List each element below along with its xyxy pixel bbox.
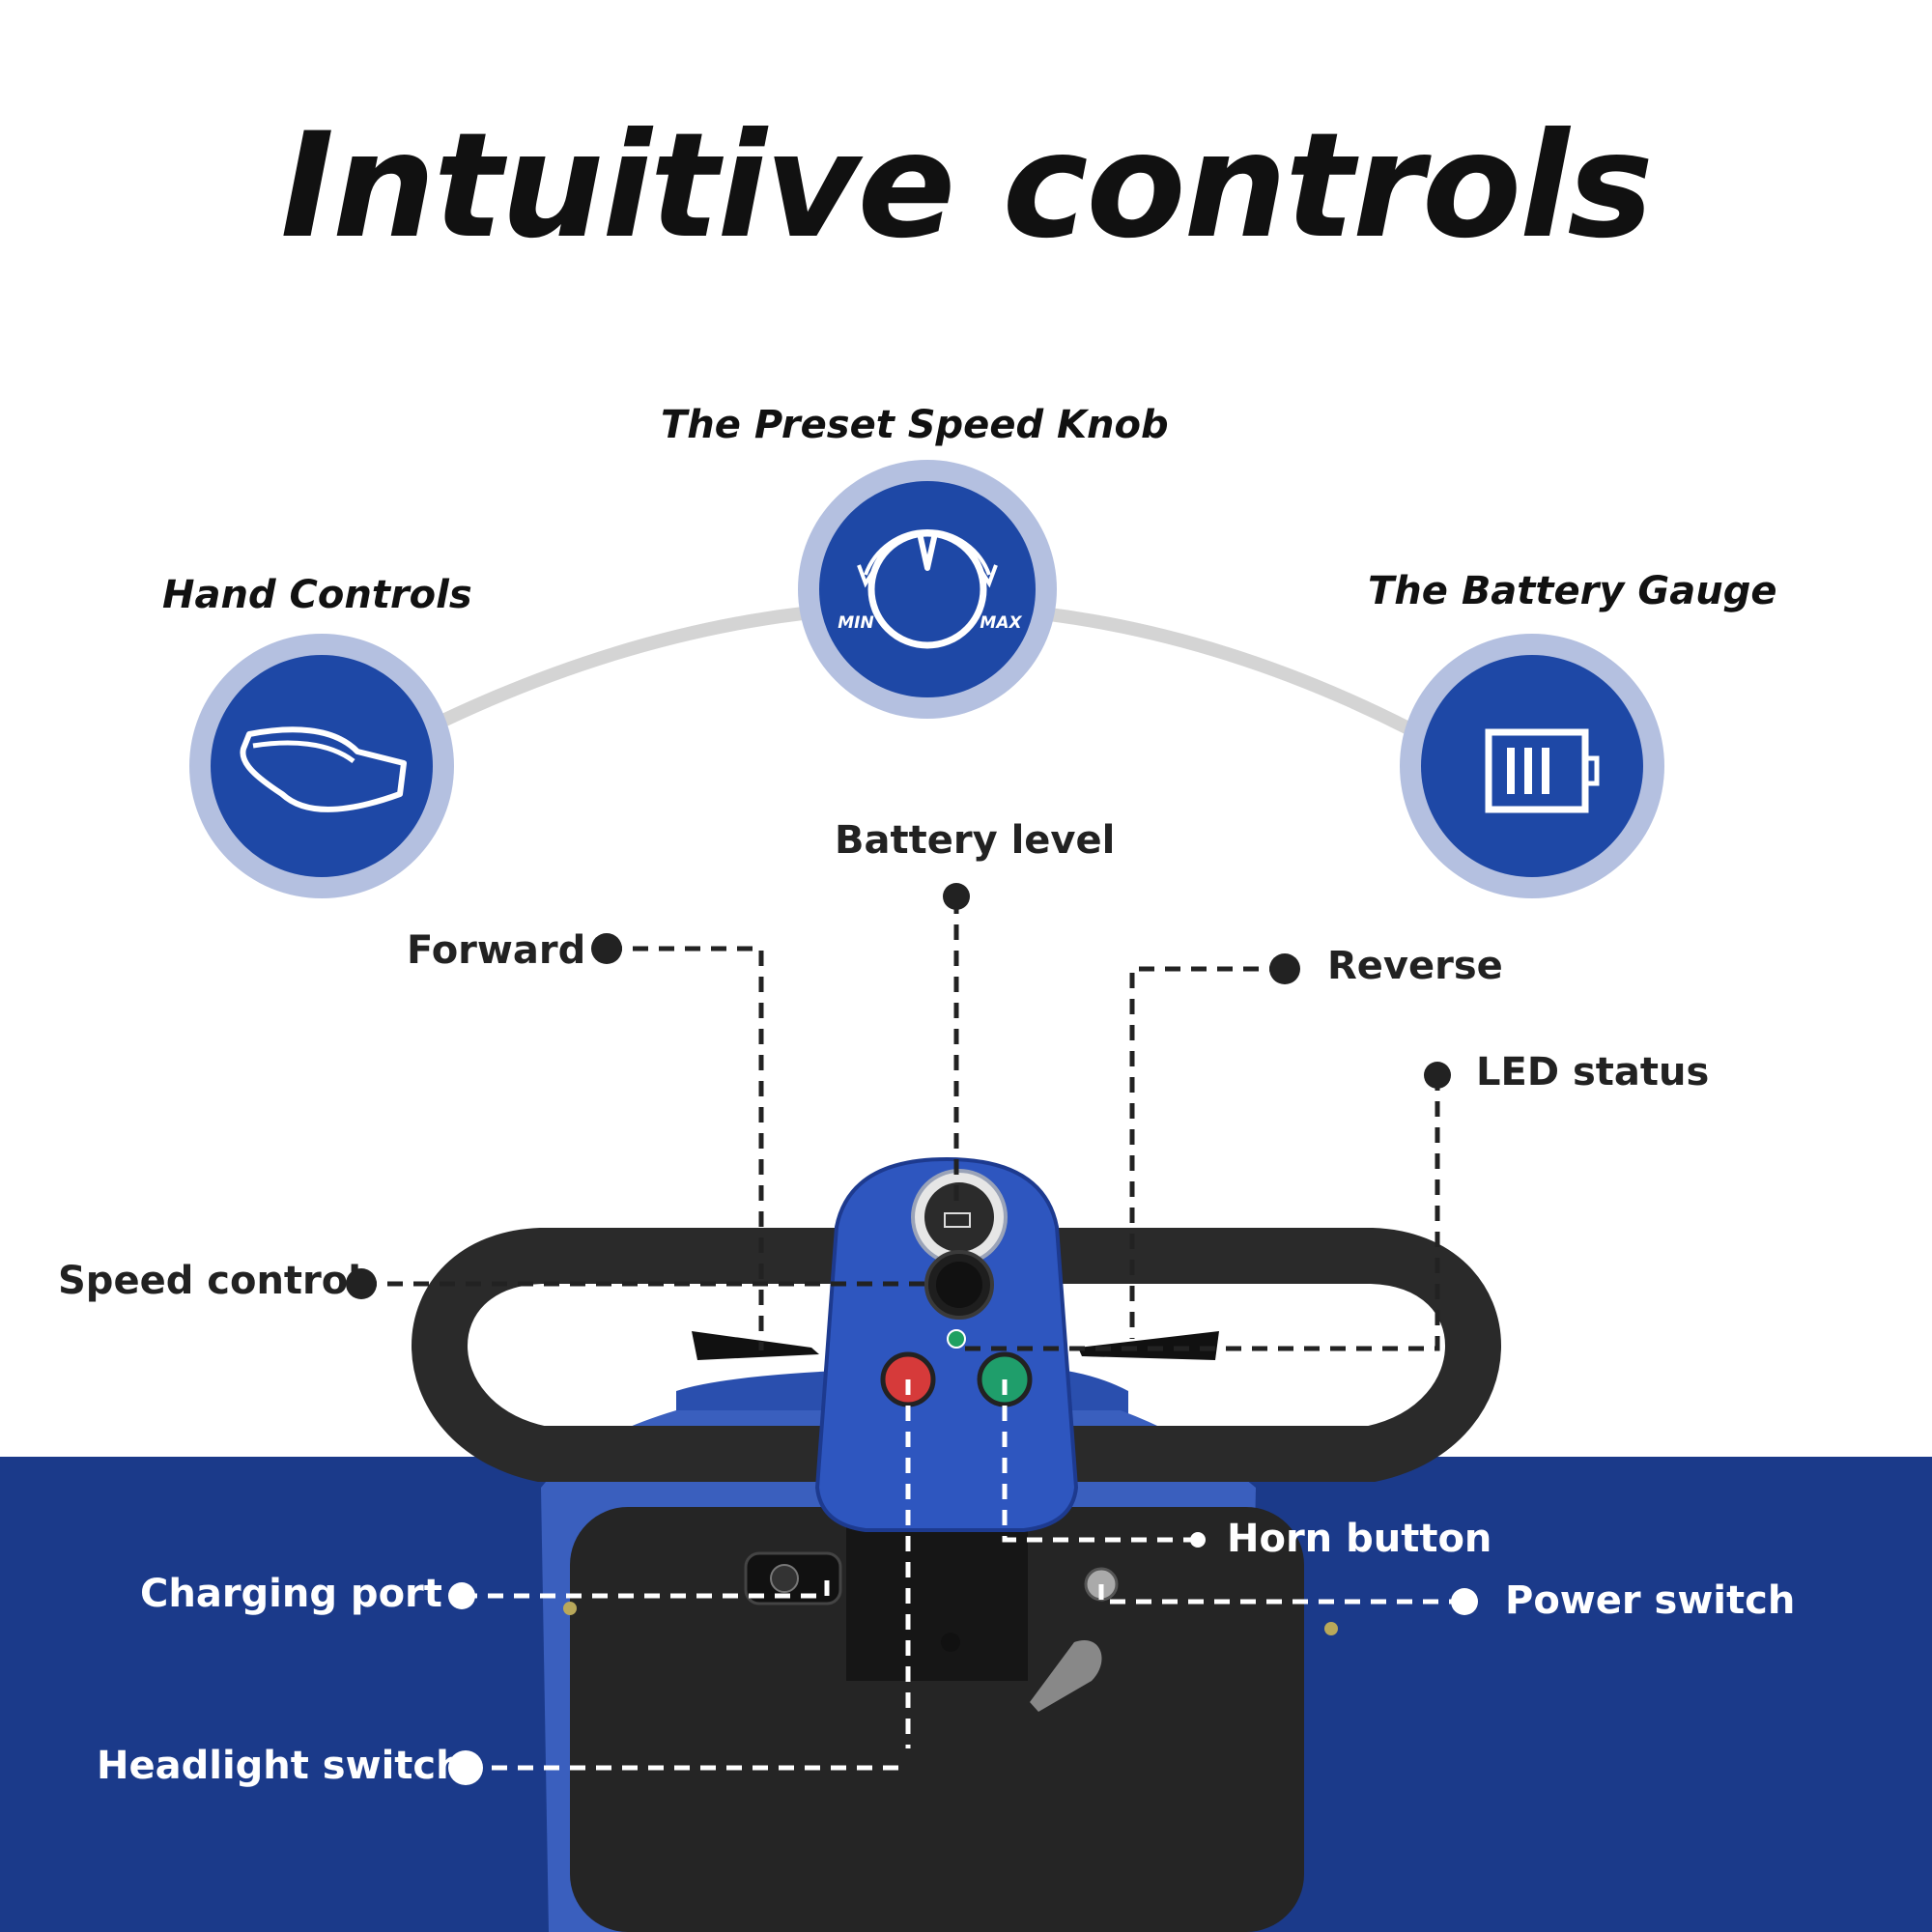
power-switch-label: Power switch: [1505, 1578, 1796, 1623]
speed-control-label: Speed control: [58, 1259, 361, 1303]
charging-port-label: Charging port: [140, 1572, 442, 1616]
horn-button-dot: [1190, 1532, 1206, 1548]
knob-min-label: MIN: [838, 613, 873, 633]
speed-control-dot: [346, 1268, 377, 1299]
page-title: Intuitive controls: [280, 102, 1654, 270]
led-status-light: [947, 1329, 966, 1349]
forward-label: Forward: [407, 928, 586, 973]
callout-lines-dark: [361, 898, 1440, 1351]
reverse-dot: [1269, 953, 1300, 984]
speed-knob-icon: MIN MAX: [798, 460, 1057, 719]
horn-button-label: Horn button: [1227, 1517, 1492, 1561]
led-status-dot: [1424, 1062, 1451, 1089]
speed-knob-title: The Preset Speed Knob: [661, 403, 1169, 447]
power-switch-dot: [1451, 1588, 1478, 1615]
charging-port-dot: [448, 1582, 475, 1609]
knob-max-label: MAX: [980, 613, 1022, 633]
control-console: [814, 1156, 1079, 1532]
scooter-tiller: [570, 1507, 1304, 1932]
reverse-lever: [1078, 1331, 1219, 1360]
headlight-switch-dot: [448, 1750, 483, 1785]
battery-gauge-icon: [1400, 634, 1664, 898]
callout-lines-light: [462, 1379, 1464, 1771]
handlebar: [412, 1228, 868, 1482]
reverse-label: Reverse: [1327, 944, 1503, 988]
hand-controls-title: Hand Controls: [162, 573, 472, 617]
hand-controls-icon: [189, 634, 454, 898]
battery-gauge-title: The Battery Gauge: [1368, 569, 1777, 613]
key-icon: [1030, 1640, 1102, 1712]
forward-lever: [692, 1331, 819, 1360]
forward-dot: [591, 933, 622, 964]
battery-level-dot: [943, 883, 970, 910]
led-status-label: LED status: [1476, 1050, 1710, 1094]
headlight-switch-label: Headlight switch: [97, 1744, 464, 1788]
battery-level-label: Battery level: [835, 818, 1116, 863]
